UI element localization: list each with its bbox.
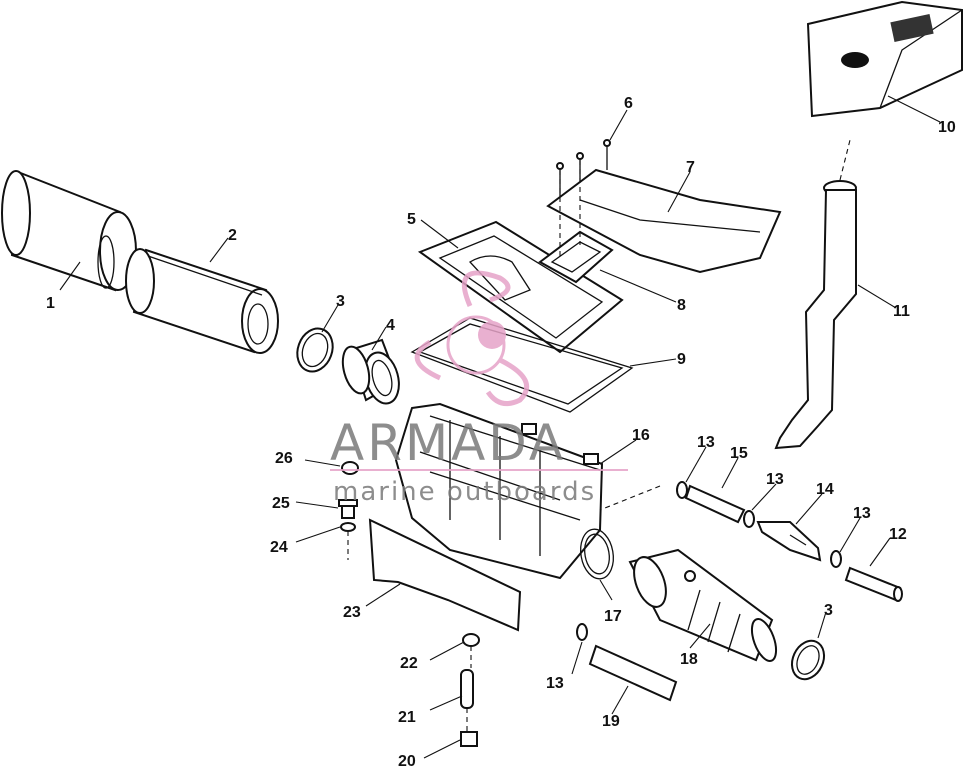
callout-7: 7 xyxy=(686,159,695,176)
part-4-intake-boot xyxy=(341,338,400,405)
part-16-airbox-base xyxy=(394,402,604,580)
watermark-logo xyxy=(414,270,530,407)
part-2-air-filter xyxy=(125,248,279,354)
part-23-shield xyxy=(368,518,522,632)
callout-8: 8 xyxy=(677,297,686,314)
callout-14: 14 xyxy=(816,481,834,498)
callout-19: 19 xyxy=(602,713,620,730)
part-8-retainer-frame xyxy=(538,230,614,284)
callout-20: 20 xyxy=(398,753,416,768)
callout-24: 24 xyxy=(270,539,288,556)
callout-9: 9 xyxy=(677,351,686,368)
callout-13-c: 13 xyxy=(853,505,871,522)
part-25-bolt xyxy=(338,499,358,519)
part-5-airbox-lid xyxy=(417,220,624,354)
part-21-drain-tube xyxy=(460,669,474,709)
watermark-subtitle: marine outboards xyxy=(333,477,596,507)
part-17-o-ring xyxy=(580,528,614,580)
part-24-washer xyxy=(340,522,356,532)
callout-25: 25 xyxy=(272,495,290,512)
leader-lines xyxy=(59,95,941,759)
callout-12: 12 xyxy=(889,526,907,543)
callout-16: 16 xyxy=(632,427,650,444)
callout-15: 15 xyxy=(730,445,748,462)
part-14-check-valve xyxy=(756,521,822,562)
watermark: ARMADA marine outboards xyxy=(330,270,628,507)
callout-13-b: 13 xyxy=(766,471,784,488)
part-19-drain-hose xyxy=(588,644,678,702)
part-9-lid-gasket xyxy=(410,317,634,413)
part-11-intake-tube xyxy=(774,180,857,450)
part-7-duct-cover xyxy=(546,168,782,274)
callout-1: 1 xyxy=(46,295,55,312)
callout-18: 18 xyxy=(680,651,698,668)
callout-21: 21 xyxy=(398,709,416,726)
watermark-title: ARMADA xyxy=(330,414,566,472)
callout-26: 26 xyxy=(275,450,293,467)
callout-2: 2 xyxy=(228,227,237,244)
part-3-clamp-upper xyxy=(296,327,334,373)
callouts: 1 2 3 4 5 6 7 8 9 10 11 12 13 15 13 14 1… xyxy=(46,95,956,768)
callout-11: 11 xyxy=(893,303,910,320)
part-3-clamp-lower xyxy=(790,639,826,681)
part-20-clip xyxy=(460,731,478,747)
callout-3: 3 xyxy=(336,293,345,310)
callout-17: 17 xyxy=(604,608,622,625)
part-13-hose-clamps xyxy=(576,481,842,641)
callout-13-a: 13 xyxy=(697,434,715,451)
callout-3-b: 3 xyxy=(824,602,833,619)
callout-10: 10 xyxy=(938,119,956,136)
callout-5: 5 xyxy=(407,211,416,228)
part-12-hose xyxy=(844,566,903,602)
part-10-intake-silencer xyxy=(806,0,963,118)
part-15-hose xyxy=(684,484,746,524)
callout-23: 23 xyxy=(343,604,361,621)
callout-22: 22 xyxy=(400,655,418,672)
part-22-cap xyxy=(462,633,480,647)
callout-4: 4 xyxy=(386,317,395,334)
part-1-prefilter-sleeve xyxy=(1,170,137,292)
callout-6: 6 xyxy=(624,95,633,112)
callout-13-d: 13 xyxy=(546,675,564,692)
part-18-outlet-boot xyxy=(628,548,778,662)
